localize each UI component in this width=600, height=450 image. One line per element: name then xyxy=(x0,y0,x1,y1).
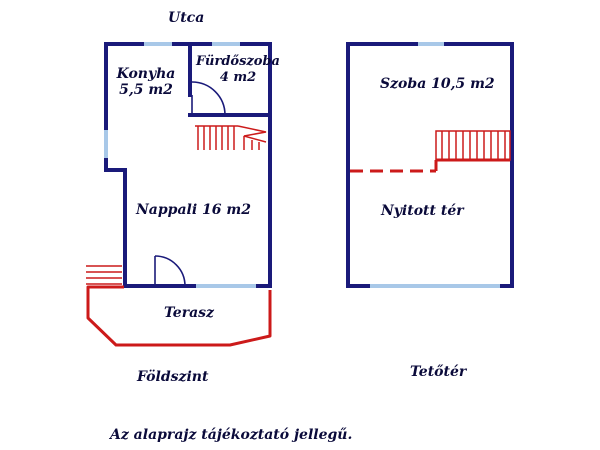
bathroom-door xyxy=(191,81,226,116)
terrace-outline xyxy=(86,285,272,347)
terrace-door xyxy=(154,255,186,287)
interior-stairs xyxy=(195,125,267,150)
street-label: Utca xyxy=(168,10,205,26)
terrace-label: Terasz xyxy=(164,305,214,321)
attic-stairs xyxy=(434,130,511,171)
attic-plan xyxy=(346,42,514,288)
entrance-steps xyxy=(86,265,122,285)
kitchen-label: Konyha 5,5 m2 xyxy=(110,66,182,98)
attic-title: Tetőtér xyxy=(410,364,467,380)
attic-room-label: Szoba 10,5 m2 xyxy=(380,76,495,92)
kitchen-name: Konyha xyxy=(116,66,176,82)
living-room-label: Nappali 16 m2 xyxy=(136,202,251,218)
open-space-label: Nyitott tér xyxy=(381,203,464,219)
bathroom-label: Fürdőszoba 4 m2 xyxy=(190,54,286,86)
ground-floor-plan xyxy=(86,42,272,347)
bathroom-area: 4 m2 xyxy=(219,70,257,85)
attic-windows xyxy=(370,42,500,288)
ground-floor-windows xyxy=(104,42,256,288)
kitchen-area: 5,5 m2 xyxy=(119,82,173,98)
bathroom-name: Fürdőszoba xyxy=(196,54,280,69)
disclaimer-note: Az alaprajz tájékoztató jellegű. xyxy=(110,427,353,443)
ground-floor-title: Földszint xyxy=(137,369,209,385)
